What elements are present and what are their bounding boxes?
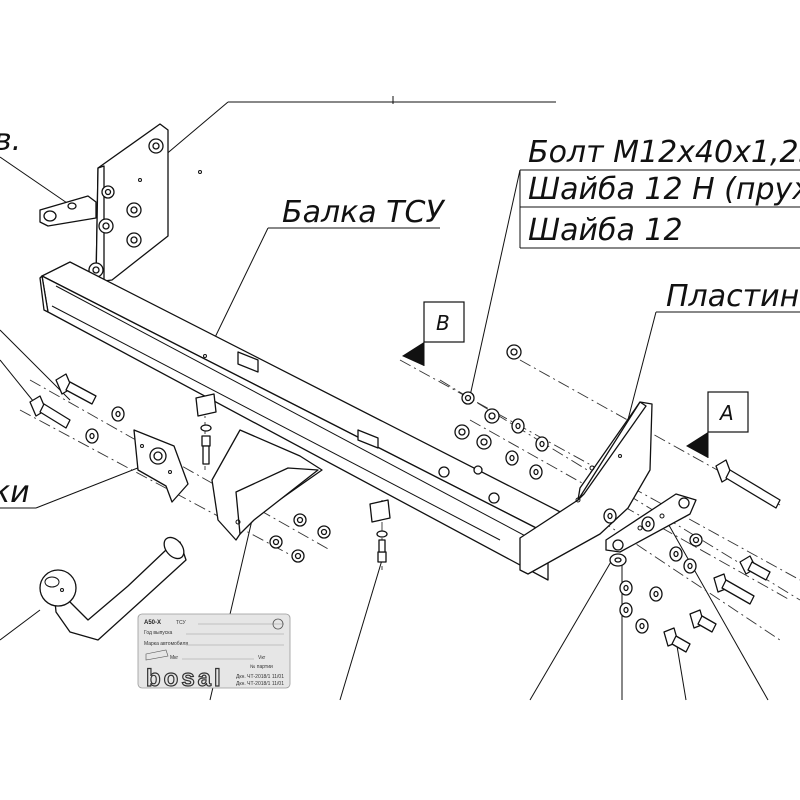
nut-icon bbox=[317, 525, 331, 539]
marker-b-label: B bbox=[436, 311, 450, 335]
nut-icon bbox=[269, 535, 283, 549]
nameplate-field-year: Год выпуска bbox=[144, 630, 173, 636]
washer-icon bbox=[111, 406, 125, 422]
certification-icon bbox=[272, 618, 284, 630]
nameplate-field-tsu: ТСУ bbox=[176, 620, 186, 626]
washer-icon bbox=[683, 558, 697, 574]
nut-icon bbox=[488, 492, 500, 504]
nut-icon bbox=[473, 465, 483, 475]
beam-mid-clips bbox=[195, 351, 391, 523]
socket-mounting-plate bbox=[133, 429, 189, 503]
bolt-icon bbox=[201, 435, 211, 465]
washer-icon bbox=[529, 464, 543, 480]
callout-plate: Пластина bbox=[666, 279, 800, 314]
marker-a-label: A bbox=[718, 401, 734, 425]
section-marker-b: B bbox=[402, 301, 465, 366]
nut-icon bbox=[454, 424, 470, 440]
product-nameplate: A50-X ТСУ Год выпуска Марка автомобиля М… bbox=[137, 613, 291, 693]
nut-icon bbox=[293, 513, 307, 527]
nut-icon bbox=[689, 533, 703, 547]
callout-spring-washer: Шайба 12 Н (пруж.) bbox=[528, 172, 800, 207]
bolt-icon bbox=[713, 573, 755, 605]
car-icon bbox=[145, 649, 169, 661]
section-marker-a: A bbox=[686, 391, 749, 458]
callout-beam: Балка ТСУ bbox=[282, 195, 445, 230]
nut-icon bbox=[98, 218, 114, 234]
nut-icon bbox=[461, 391, 475, 405]
washer-icon bbox=[511, 418, 525, 434]
washer-icon bbox=[200, 424, 212, 432]
bolt-icon bbox=[715, 459, 781, 509]
callout-bolt: Болт М12х40х1,25 (8 bbox=[528, 135, 800, 170]
nameplate-field-mass: Мкг bbox=[170, 655, 178, 661]
nut-icon bbox=[438, 466, 450, 478]
nameplate-model: A50-X bbox=[144, 620, 161, 626]
washer-icon bbox=[635, 618, 649, 634]
washer-icon bbox=[603, 508, 617, 524]
nut-icon bbox=[476, 434, 492, 450]
nut-icon bbox=[291, 549, 305, 563]
washer-icon bbox=[505, 450, 519, 466]
fasteners-left bbox=[85, 406, 388, 563]
nameplate-note-1: Дкн. ЧТ-2018/1 11/01 bbox=[236, 674, 284, 680]
nut-icon bbox=[484, 408, 500, 424]
fasteners-right-lower bbox=[603, 508, 703, 634]
nut-icon bbox=[101, 185, 115, 199]
washer-icon bbox=[609, 553, 627, 567]
bolt-icon bbox=[739, 555, 771, 581]
nut-icon bbox=[126, 232, 142, 248]
callout-left-top: в. bbox=[0, 123, 21, 158]
tow-ball-icon bbox=[39, 536, 187, 641]
nameplate-field-brand: Марка автомобиля bbox=[144, 641, 188, 647]
bolt-icon bbox=[55, 373, 97, 405]
callout-left-mid: ки bbox=[0, 475, 30, 510]
leader-lines bbox=[0, 96, 800, 701]
left-bracket-nuts bbox=[88, 138, 202, 278]
washer-icon bbox=[85, 428, 99, 444]
nut-icon bbox=[126, 202, 142, 218]
nut-icon bbox=[506, 344, 522, 360]
washer-icon bbox=[641, 516, 655, 532]
nameplate-brand-logo: bosal bbox=[146, 665, 224, 692]
washer-icon bbox=[649, 586, 663, 602]
bolt-icon bbox=[29, 395, 71, 429]
right-mounting-bracket bbox=[519, 401, 653, 575]
nameplate-note-2: Дкн. ЧТ-2018/1 11/01 bbox=[236, 681, 284, 687]
nut-icon bbox=[148, 138, 164, 154]
bolt-icon bbox=[377, 539, 387, 563]
washer-icon bbox=[376, 530, 388, 538]
bolts bbox=[29, 373, 781, 653]
washer-icon bbox=[535, 436, 549, 452]
nameplate-field-vert: Vкг bbox=[258, 655, 266, 661]
bolt-icon bbox=[689, 609, 717, 633]
fasteners-right bbox=[438, 344, 549, 504]
callout-washer: Шайба 12 bbox=[528, 213, 683, 248]
bolt-icon bbox=[663, 627, 691, 653]
washer-icon bbox=[619, 602, 633, 618]
tow-ball-mount-bracket bbox=[211, 429, 323, 541]
washer-icon bbox=[669, 546, 683, 562]
washer-icon bbox=[619, 580, 633, 596]
nameplate-field-number: № партии bbox=[250, 664, 273, 670]
